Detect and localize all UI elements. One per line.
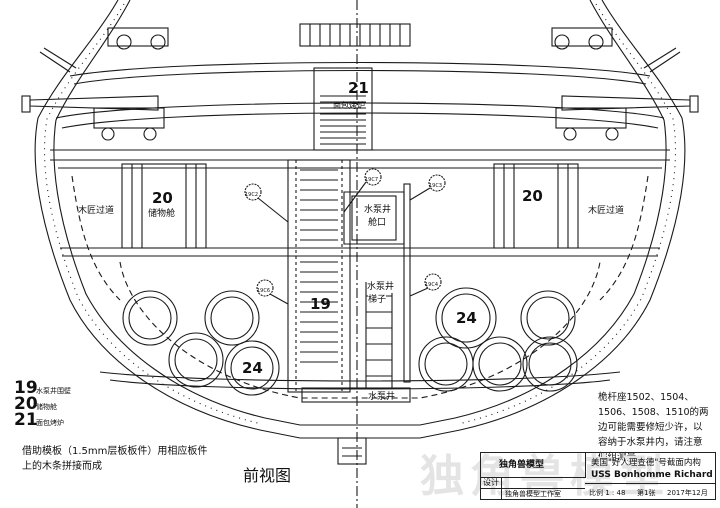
tag-circle: [428, 174, 446, 192]
tag-19c2: 19C2: [245, 192, 259, 198]
pump-well-shaft: [287, 159, 351, 393]
barrel: [522, 336, 578, 392]
cannon-top-left: [39, 27, 169, 73]
barrel: [435, 287, 497, 349]
tag-19c6: 19C6: [257, 288, 271, 294]
label-24-right: 24: [456, 309, 477, 327]
storage-left: [121, 163, 207, 249]
scale: 比例 1 : 48: [589, 489, 626, 497]
barrel: [204, 290, 260, 346]
hull-outer: [34, 0, 686, 439]
barrel: [520, 290, 576, 346]
label-carpenter-left: 木匠过道: [78, 206, 115, 216]
drawing-title-en: USS Bonhomme Richard: [591, 470, 713, 480]
design-label: 设计: [483, 478, 499, 487]
studio-name: 独角兽模型工作室: [505, 490, 561, 498]
note-right: 桅杆座1502、1504、1506、1508、1510的两边可能需要修短少许，以…: [598, 392, 709, 463]
label-pump-hatch-2: 舱口: [368, 218, 387, 228]
barrel: [418, 336, 474, 392]
label-pump-well: 水泵井: [368, 392, 396, 402]
sheet: 第1张: [637, 489, 656, 497]
cannon-top-right: [551, 27, 681, 73]
drawing-title-cn: 美国"好人理查德"号截面内构: [591, 458, 701, 468]
label-20-left: 20: [152, 189, 173, 207]
tag-circle: [244, 183, 262, 201]
note-left: 借助模板（1.5mm层板板件）用相应板件上的木条拼接而成: [22, 446, 208, 472]
label-20-right: 20: [522, 187, 543, 205]
tag-19c4: 19C4: [425, 282, 439, 288]
tag-circle: [256, 279, 274, 297]
barrel: [224, 340, 280, 396]
title-block: 独角兽模型 设计 独角兽模型工作室 美国"好人理查德"号截面内构 USS Bon…: [480, 452, 716, 500]
pump-hatch: [351, 195, 397, 241]
tag-circle: [424, 273, 442, 291]
label-storage-left: 储物舱: [148, 209, 176, 219]
label-carpenter-right: 木匠过道: [588, 206, 625, 216]
tag-19c7: 19C7: [365, 177, 379, 183]
company-name: 独角兽模型: [499, 460, 545, 470]
orlop-deck: [109, 379, 611, 390]
label-24-left: 24: [242, 359, 263, 377]
label-pump-hatch-1: 水泵井: [364, 205, 392, 215]
upper-deck: [55, 102, 665, 119]
tag-19c3: 19C3: [429, 183, 443, 189]
storage-right: [493, 163, 579, 249]
date: 2017年12月: [667, 489, 708, 497]
barrel: [168, 332, 224, 388]
cannon-right: [555, 95, 699, 141]
bakery-oven: [313, 67, 373, 151]
label-21-top: 21: [348, 79, 369, 97]
watermark: 独角兽模型: [420, 451, 670, 502]
label-pump-ladder-1: 水泵井: [367, 281, 395, 293]
barrel: [472, 336, 528, 392]
hull-inner: [53, 0, 667, 426]
hull-frame-line-r: [457, 3, 677, 425]
view-title: 前视图: [243, 466, 292, 485]
label-bakery-top: 面包烤炉: [333, 101, 365, 110]
tag-circle: [364, 168, 382, 186]
keel: [337, 437, 367, 465]
label-pump-ladder-2: 梯子: [368, 294, 387, 306]
cannon-left: [21, 95, 165, 141]
barrel: [122, 290, 178, 346]
label-19: 19: [310, 295, 331, 313]
top-grating: [299, 23, 411, 47]
